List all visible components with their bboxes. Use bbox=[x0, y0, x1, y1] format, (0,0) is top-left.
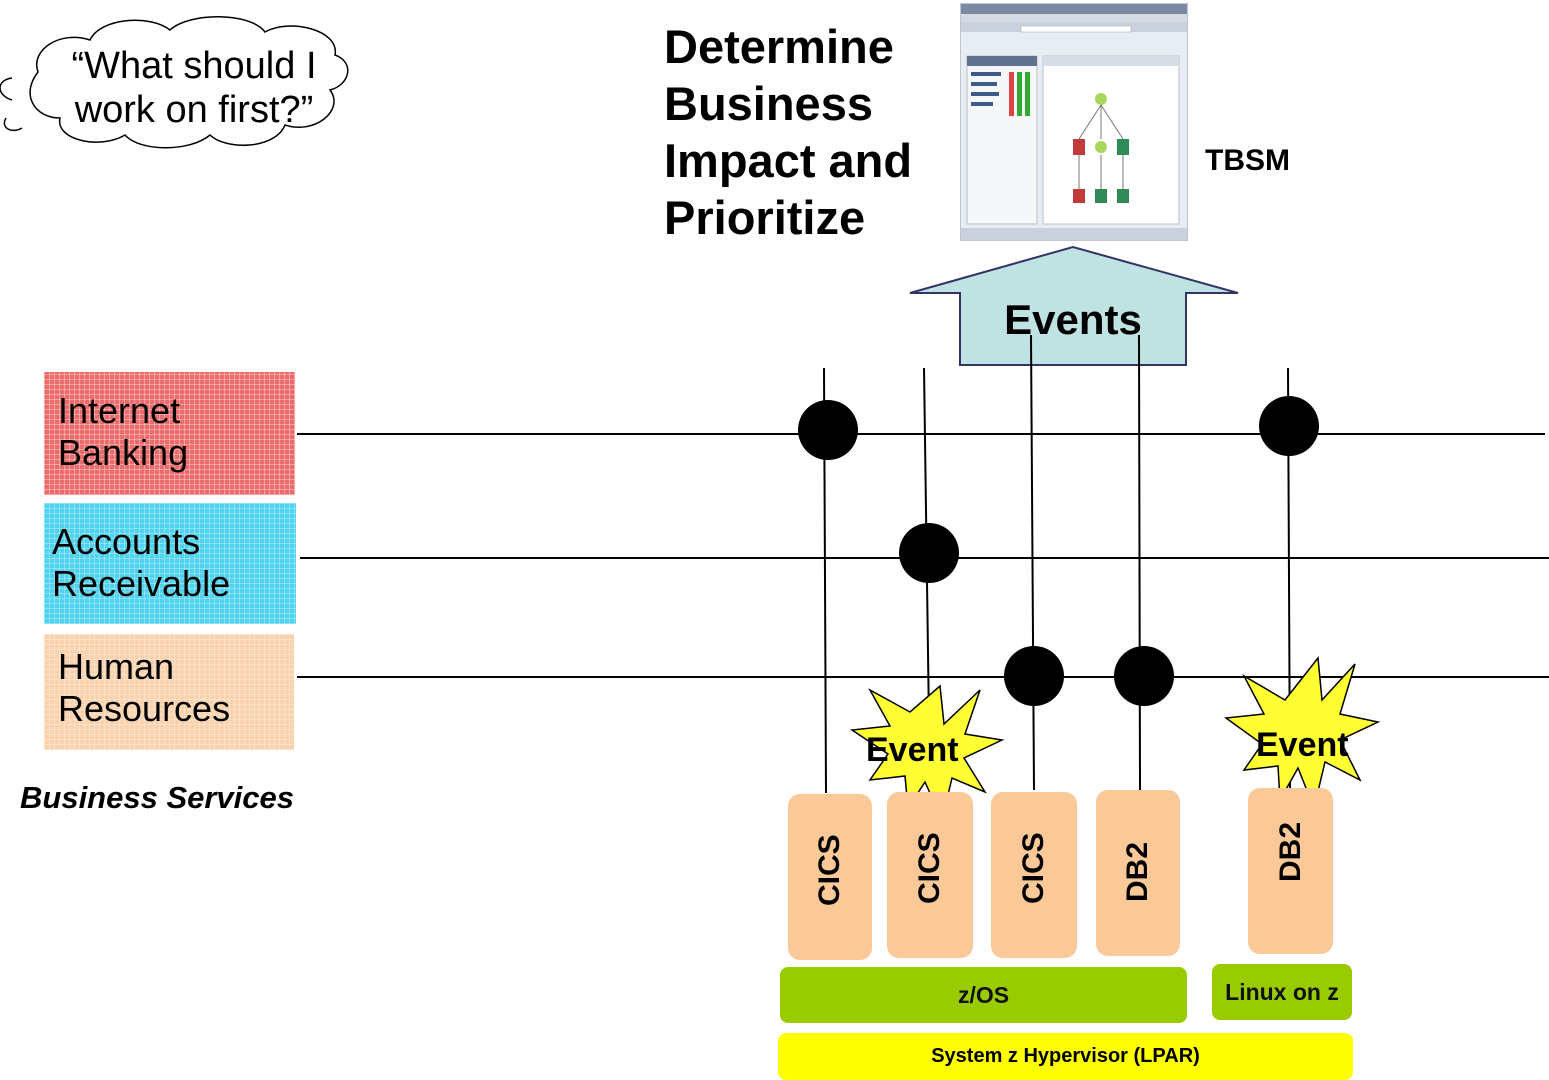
platform-zos: z/OS bbox=[780, 967, 1187, 1023]
business-service-internet-banking: Internet Banking bbox=[44, 372, 295, 495]
junction-dot bbox=[798, 400, 858, 460]
component-cics-2: CICS bbox=[887, 792, 973, 958]
component-db2-1: DB2 bbox=[1096, 790, 1180, 956]
events-arrow bbox=[909, 245, 1239, 366]
thought-bubble-text: “What should I work on first?” bbox=[44, 44, 344, 132]
heading-line-2: Business bbox=[664, 77, 873, 130]
component-label: CICS bbox=[813, 834, 846, 906]
component-label: DB2 bbox=[1273, 821, 1307, 882]
business-services-caption: Business Services bbox=[20, 780, 295, 815]
thought-cloud bbox=[0, 16, 349, 149]
platform-linux-on-z: Linux on z bbox=[1212, 964, 1352, 1020]
component-cics-1: CICS bbox=[788, 794, 872, 960]
service-label-line: Resources bbox=[58, 688, 231, 729]
component-label: DB2 bbox=[1121, 841, 1154, 902]
heading-line-3: Impact and bbox=[664, 134, 913, 187]
events-arrow-label: Events bbox=[1004, 296, 1142, 343]
junction-dot bbox=[899, 523, 959, 583]
component-cics-3: CICS bbox=[991, 792, 1077, 958]
event-label: Event bbox=[866, 731, 959, 769]
connector-cics-3 bbox=[1030, 334, 1035, 791]
component-label: CICS bbox=[913, 832, 946, 904]
thought-line-1: “What should I bbox=[71, 45, 317, 87]
service-label-line: Accounts bbox=[52, 521, 201, 562]
service-label-line: Human bbox=[58, 646, 175, 687]
event-label: Event bbox=[1256, 726, 1349, 764]
business-service-accounts-receivable: Accounts Receivable bbox=[44, 503, 296, 624]
tbsm-screenshot-image bbox=[960, 3, 1188, 241]
service-label-line: Banking bbox=[58, 432, 189, 473]
junction-dot bbox=[1004, 646, 1064, 706]
service-label-line: Receivable bbox=[52, 563, 231, 604]
tbsm-screenshot-drawing bbox=[961, 4, 1187, 240]
component-db2-2: DB2 bbox=[1248, 788, 1333, 954]
junction-dot bbox=[1114, 646, 1174, 706]
page-heading: Determine Business Impact and Prioritize bbox=[664, 18, 964, 246]
thought-line-2: work on first?” bbox=[74, 89, 314, 131]
hypervisor-bar: System z Hypervisor (LPAR) bbox=[778, 1033, 1353, 1080]
junction-dot bbox=[1259, 396, 1319, 456]
component-label: CICS bbox=[1017, 832, 1050, 904]
connector-db2-1 bbox=[1138, 334, 1141, 791]
business-service-human-resources: Human Resources bbox=[44, 634, 294, 750]
service-label-line: Internet bbox=[58, 390, 181, 431]
heading-line-4: Prioritize bbox=[664, 191, 866, 244]
tbsm-label: TBSM bbox=[1205, 144, 1290, 177]
heading-line-1: Determine bbox=[664, 20, 894, 73]
